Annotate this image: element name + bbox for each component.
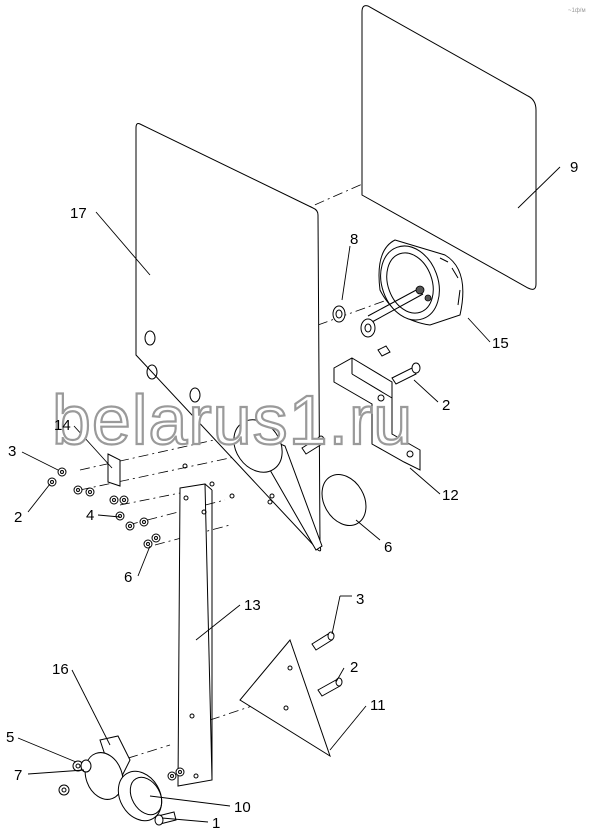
part-16-bracket: [84, 735, 131, 800]
callout-2-upper: 2: [442, 397, 450, 414]
callout-2-left: 2: [14, 509, 22, 526]
callout-16: 16: [52, 661, 69, 678]
part-2-screw-lower: [317, 677, 343, 697]
callout-13: 13: [244, 597, 261, 614]
callout-14: 14: [54, 417, 71, 434]
corner-stamp: ~1ф/м: [568, 8, 586, 14]
part-15-gauge: [367, 239, 464, 326]
part-14-clip: [107, 453, 121, 487]
reflector-bracket-middle: [233, 419, 325, 551]
part-8-nut: [332, 305, 391, 357]
part-9-rear-panel: [361, 5, 537, 290]
watermark: belarus1.ru: [52, 381, 413, 459]
part-6-reflector-right: [321, 474, 367, 526]
callout-3-left: 3: [8, 443, 16, 460]
part-12-bracket: [333, 357, 421, 471]
callout-8: 8: [350, 231, 358, 248]
callout-3-right: 3: [356, 591, 364, 608]
callout-5: 5: [6, 729, 14, 746]
callout-15: 15: [492, 335, 509, 352]
callout-1: 1: [212, 815, 220, 832]
callout-4: 4: [86, 507, 94, 524]
callout-9: 9: [570, 159, 578, 176]
part-17-holes: [144, 330, 273, 505]
callout-17: 17: [70, 205, 87, 222]
callout-6-left: 6: [124, 569, 132, 586]
part-11-triangle-reflector: [239, 638, 331, 758]
part-10-reflector-bottom: [117, 770, 163, 822]
part-3-screw-lower: [311, 631, 335, 651]
callout-10: 10: [234, 799, 251, 816]
part-13-strip: [177, 483, 213, 787]
callout-7: 7: [14, 767, 22, 784]
callout-6-right: 6: [384, 539, 392, 556]
callout-12: 12: [442, 487, 459, 504]
callout-labels: 17 8 9 15 2 14 3 2 12 4 6 6 13 3 2 11 16…: [6, 159, 578, 832]
left-hardware: [47, 467, 161, 549]
part-2-screw-upper: [391, 362, 421, 385]
callout-11: 11: [370, 697, 386, 714]
callout-2-right: 2: [350, 659, 358, 676]
leader-lines: [17, 166, 561, 823]
